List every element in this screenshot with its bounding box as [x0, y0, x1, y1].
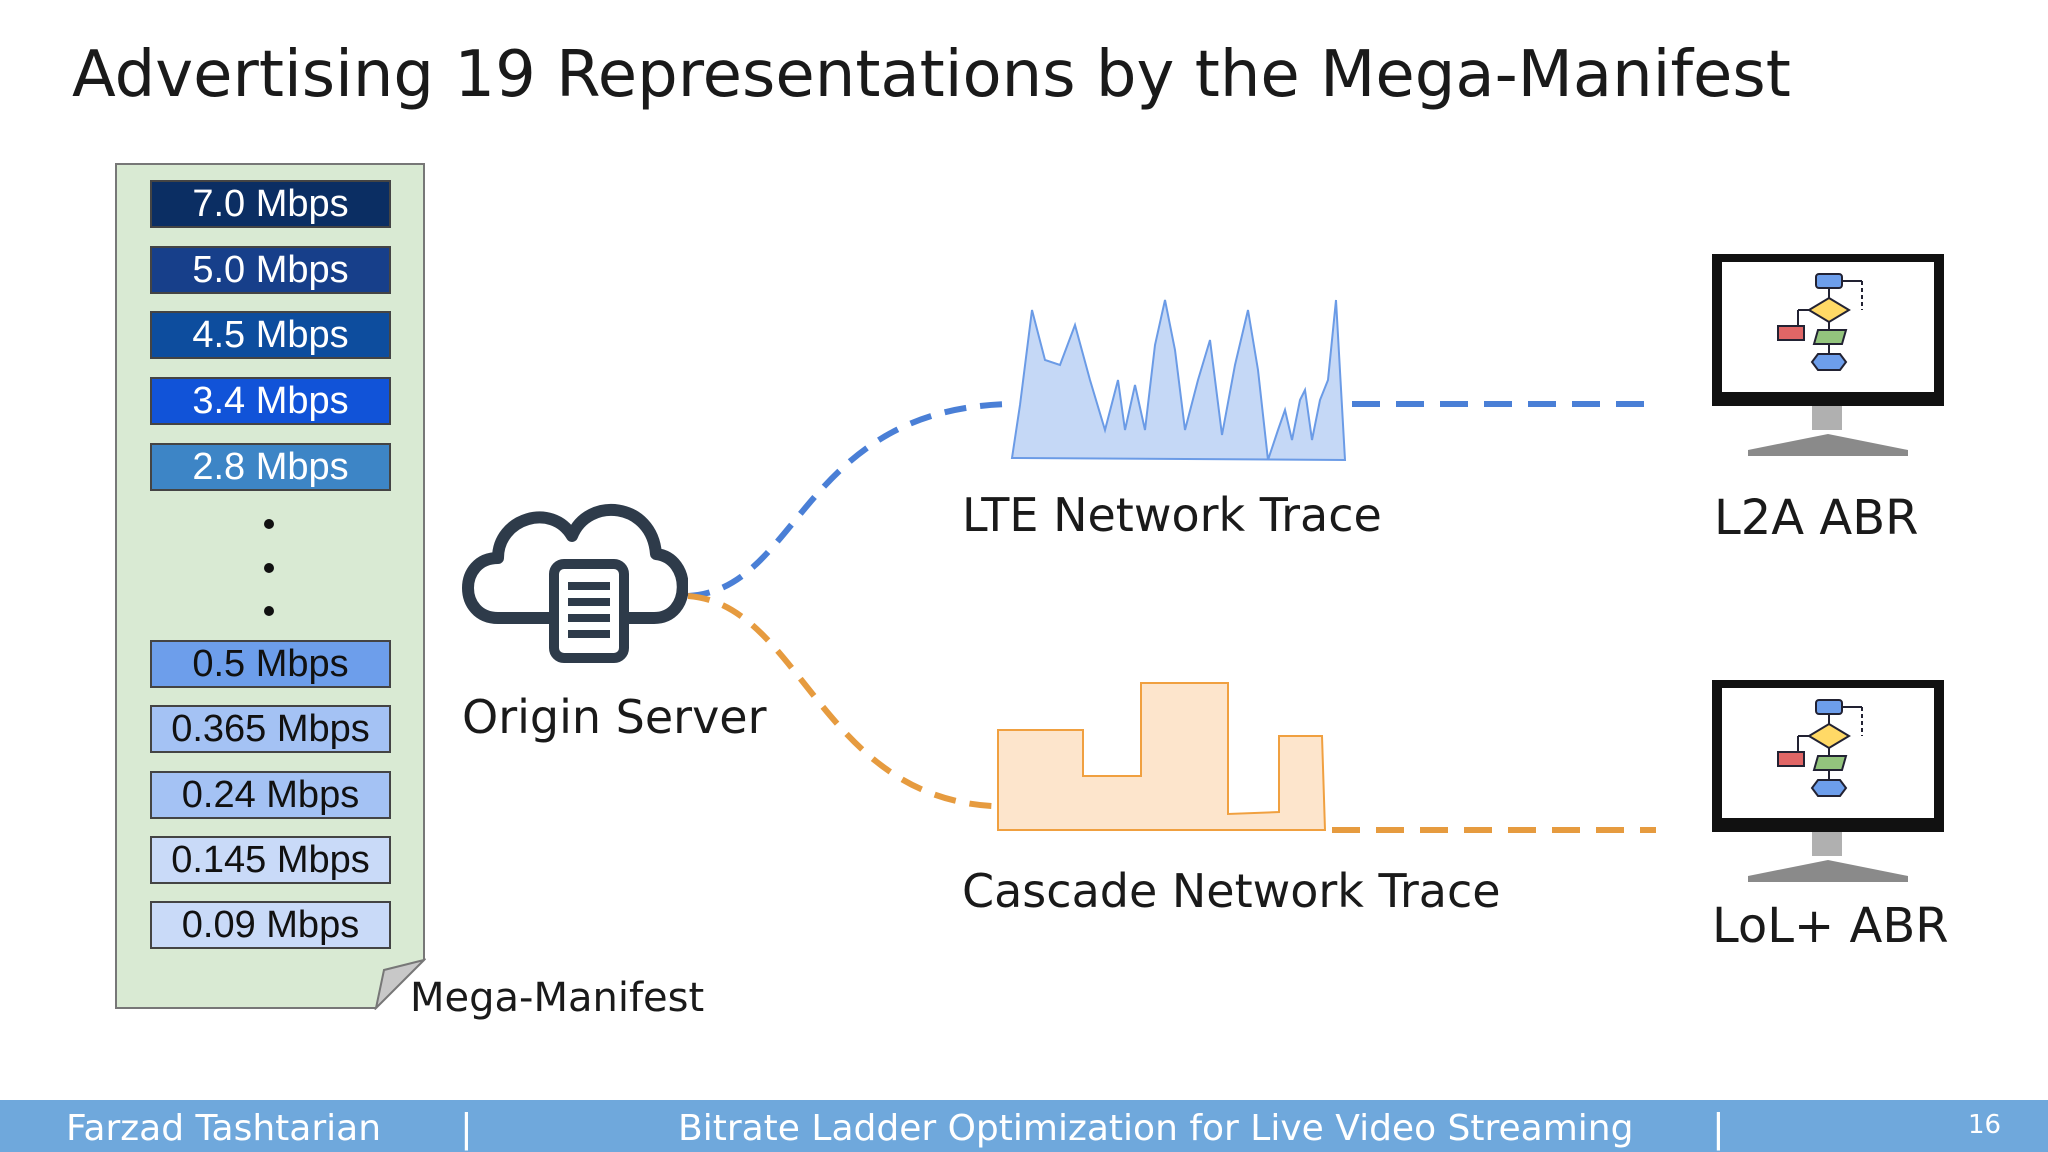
bitrate-rung: 0.365 Mbps	[150, 705, 391, 753]
bitrate-rung: 0.24 Mbps	[150, 771, 391, 819]
bitrate-rung: 3.4 Mbps	[150, 377, 391, 425]
lolplus-abr-label: LoL+ ABR	[1712, 898, 1949, 954]
bitrate-rung: 0.145 Mbps	[150, 836, 391, 884]
origin-server-label: Origin Server	[462, 690, 767, 744]
ellipsis-dot	[264, 606, 274, 616]
cascade-trace-chart	[997, 682, 1327, 831]
lte-trace-label: LTE Network Trace	[962, 488, 1382, 542]
ellipsis-dot	[264, 519, 274, 529]
page-number: 16	[1968, 1110, 2002, 1140]
cloud-server-icon	[462, 504, 688, 663]
cascade-connector-left	[687, 593, 993, 809]
manifest-label: Mega-Manifest	[410, 975, 705, 1021]
lte-connector-left	[687, 401, 1009, 599]
slide-title: Advertising 19 Representations by the Me…	[72, 38, 1791, 112]
footer-separator: |	[1712, 1106, 1725, 1150]
l2a-abr-label: L2A ABR	[1714, 490, 1919, 546]
bitrate-rung: 4.5 Mbps	[150, 311, 391, 359]
slide-footer: Farzad Tashtarian | Bitrate Ladder Optim…	[0, 1100, 2048, 1152]
bitrate-rung: 2.8 Mbps	[150, 443, 391, 491]
ellipsis-dot	[264, 563, 274, 573]
monitor-flowchart-icon	[1712, 254, 1944, 456]
bitrate-rung: 0.5 Mbps	[150, 640, 391, 688]
lte-trace-chart	[1010, 299, 1347, 462]
manifest-page-fold	[374, 958, 426, 1010]
bitrate-rung: 5.0 Mbps	[150, 246, 391, 294]
server-box	[549, 559, 629, 663]
footer-separator: |	[460, 1106, 473, 1150]
cloud-outline	[462, 504, 688, 624]
cascade-trace-label: Cascade Network Trace	[962, 864, 1501, 918]
footer-talk-title: Bitrate Ladder Optimization for Live Vid…	[678, 1108, 1634, 1149]
bitrate-rung: 0.09 Mbps	[150, 901, 391, 949]
footer-author: Farzad Tashtarian	[66, 1108, 382, 1149]
monitor-flowchart-icon	[1712, 680, 1944, 882]
bitrate-rung: 7.0 Mbps	[150, 180, 391, 228]
